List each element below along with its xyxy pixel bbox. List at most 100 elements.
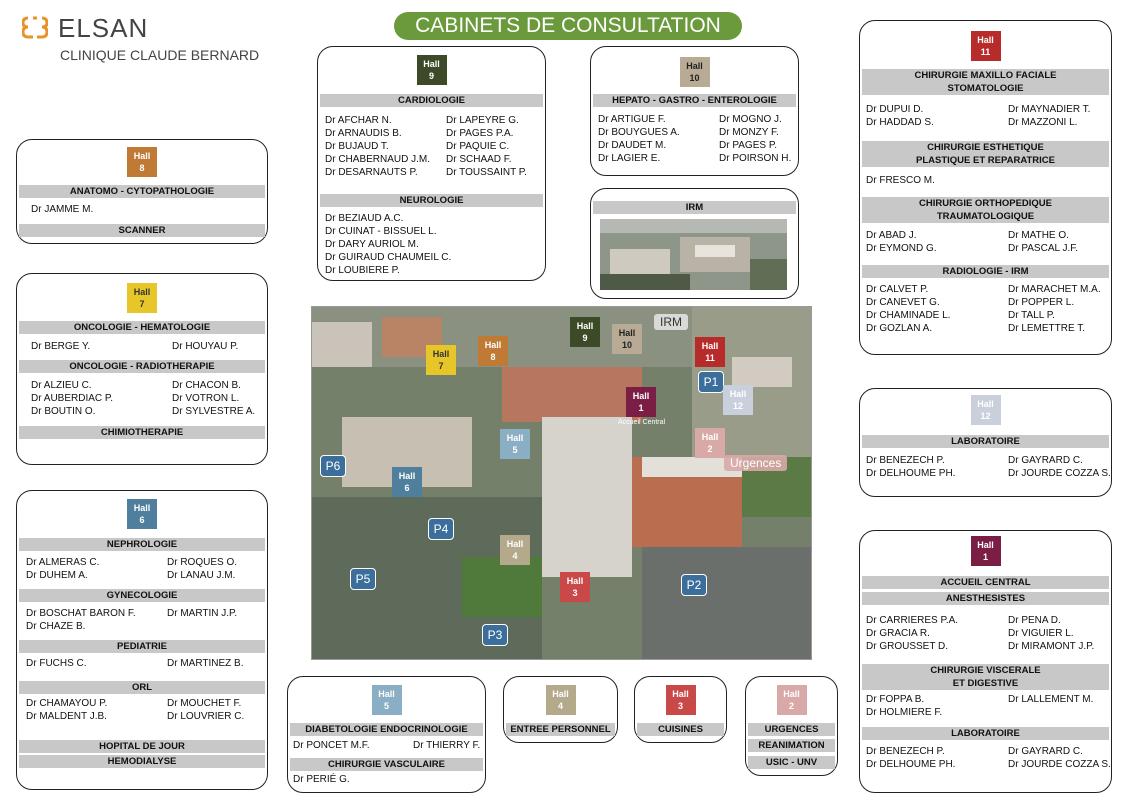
doctor-name: Dr DUPUI D. [866,104,924,115]
section-pediatrie: PEDIATRIE [19,640,265,653]
section-cuisines: CUISINES [637,723,724,736]
section-laboratoire: LABORATOIRE [862,727,1109,740]
section-neurologie: NEUROLOGIE [320,194,543,207]
doctor-name: Dr BENEZECH P. [866,746,945,757]
doctor-name: Dr LAPEYRE G. [446,115,519,126]
section-anatomo: ANATOMO - CYTOPATHOLOGIE [19,185,265,198]
section-scanner: SCANNER [19,224,265,237]
map-parking-p4[interactable]: P4 [428,518,454,540]
doctor-name: Dr BENEZECH P. [866,455,945,466]
section-accueil-central: ACCUEIL CENTRAL [862,576,1109,589]
doctor-name: Dr LOUBIERE P. [325,265,400,276]
map-parking-p6[interactable]: P6 [320,455,346,477]
doctor-name: Dr PERIÉ G. [293,774,350,785]
doctor-name: Dr MALDENT J.B. [26,711,107,722]
map-label-urgences[interactable]: Urgences [724,455,788,471]
doctor-name: Dr GAYRARD C. [1008,455,1083,466]
doctor-name: Dr LAGIER E. [598,153,661,164]
section-laboratoire: LABORATOIRE [862,435,1109,448]
doctor-name: Dr BOUYGUES A. [598,127,680,138]
doctor-name: Dr CALVET P. [866,284,929,295]
doctor-name: Dr CHACON B. [172,380,241,391]
doctor-name: Dr AFCHAR N. [325,115,392,126]
doctor-name: Dr FOPPA B. [866,694,925,705]
doctor-name: Dr CUINAT - BISSUEL L. [325,226,437,237]
elsan-logo-icon [22,16,48,39]
doctor-name: Dr HOLMIERE F. [866,707,943,718]
doctor-name: Dr LALLEMENT M. [1008,694,1094,705]
doctor-name: Dr HADDAD S. [866,117,934,128]
doctor-name: Dr MAZZONI L. [1008,117,1078,128]
map-parking-p2[interactable]: P2 [681,574,707,596]
doctor-name: Dr AUBERDIAC P. [31,393,114,404]
doctor-name: Dr BOUTIN O. [31,406,96,417]
doctor-name: Dr ARNAUDIS B. [325,128,402,139]
doctor-name: Dr LEMETTRE T. [1008,323,1086,334]
section-anesthesistes: ANESTHESISTES [862,592,1109,605]
clinic-name: CLINIQUE CLAUDE BERNARD [60,47,260,63]
doctor-name: Dr ALZIEU C. [31,380,92,391]
doctor-name: Dr SCHAAD F. [446,154,512,165]
doctor-name: Dr VOTRON L. [172,393,240,404]
doctor-name: Dr DUHEM A. [26,570,88,581]
section-hepato-gastro: HEPATO - GASTRO - ENTEROLOGIE [593,94,796,107]
map-parking-p1[interactable]: P1 [698,371,724,393]
section-usic-unv: USIC - UNV [748,756,835,769]
doctor-name: Dr DELHOUME PH. [866,759,956,770]
doctor-name: Dr GRACIA R. [866,628,930,639]
doctor-name: Dr CHAZE B. [26,621,86,632]
doctor-name: Dr ALMERAS C. [26,557,100,568]
doctor-name: Dr PASCAL J.F. [1008,243,1079,254]
section-diabetologie: DIABETOLOGIE ENDOCRINOLOGIE [290,723,483,736]
doctor-name: Dr MAYNADIER T. [1008,104,1091,115]
map-label-irm[interactable]: IRM [654,314,688,330]
doctor-name: Dr JAMME M. [31,204,94,215]
doctor-name: Dr MARTINEZ B. [167,658,244,669]
brand-name: ELSAN [58,13,149,43]
map-parking-p3[interactable]: P3 [482,624,508,646]
doctor-name: Dr CARRIERES P.A. [866,615,959,626]
doctor-name: Dr LOUVRIER C. [167,711,245,722]
doctor-name: Dr GOZLAN A. [866,323,933,334]
doctor-name: Dr GROUSSET D. [866,641,949,652]
map-label-accueil: Accueil Central [618,419,666,426]
doctor-name: Dr PAQUIE C. [446,141,510,152]
map-parking-p5[interactable]: P5 [350,568,376,590]
doctor-name: Dr GUIRAUD CHAUMEIL C. [325,252,452,263]
section-hopital-de-jour: HOPITAL DE JOUR [19,740,265,753]
doctor-name: Dr CHABERNAUD J.M. [325,154,431,165]
doctor-name: Dr PAGES P. [719,140,777,151]
doctor-name: Dr GAYRARD C. [1008,746,1083,757]
doctor-name: Dr FRESCO M. [866,175,935,186]
aerial-photo-shapes [312,307,811,659]
doctor-name: Dr CANEVET G. [866,297,940,308]
section-gynecologie: GYNECOLOGIE [19,589,265,602]
doctor-name: Dr BUJAUD T. [325,141,389,152]
section-reanimation: REANIMATION [748,739,835,752]
